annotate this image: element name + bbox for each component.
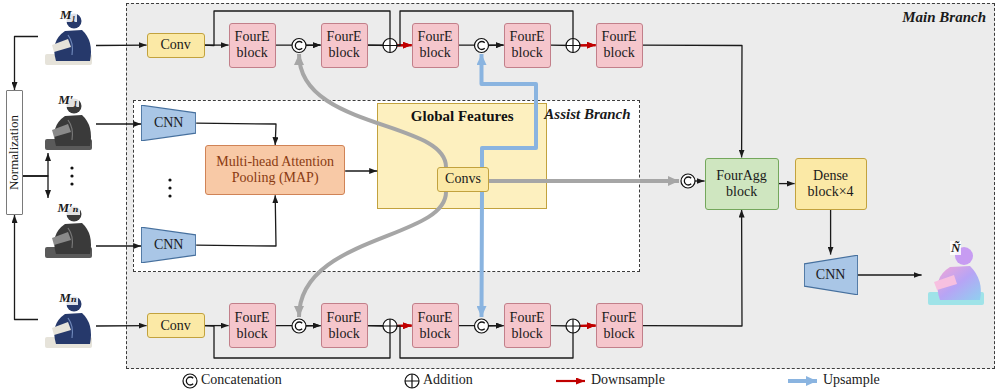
connector <box>15 37 39 91</box>
region-title: Main Branch <box>902 9 986 26</box>
connector-line <box>23 176 48 198</box>
block-label: FourE block <box>416 310 455 342</box>
input-image: Mₙ <box>38 288 96 351</box>
legend-text: Downsample <box>591 372 665 388</box>
conv-box: Conv <box>147 33 205 58</box>
main-branch-region: Main BranchConvFourE blockFourE blockFou… <box>126 3 995 369</box>
block-label: Convs <box>445 171 481 187</box>
connector <box>15 215 39 320</box>
legend-upsample-arrow <box>788 379 817 383</box>
foure-block: FourE block <box>504 23 551 68</box>
foure-block: FourE block <box>412 303 459 348</box>
foure-block: FourE block <box>412 23 459 68</box>
legend-text: Addition <box>423 372 473 388</box>
normalized-image: M′₁ <box>38 90 96 153</box>
trapezoid-shape <box>804 255 857 295</box>
block-label: FourE block <box>325 29 364 61</box>
foure-block: FourE block <box>229 23 276 68</box>
normalization-box: Normalization <box>6 90 23 215</box>
dense-block: Dense block×4 <box>795 158 867 210</box>
connector <box>23 176 48 198</box>
block-label: FourE block <box>416 29 455 61</box>
block-label: FourE block <box>600 29 639 61</box>
block-label: FourE block <box>508 310 547 342</box>
legend-item: Upsample <box>823 372 880 390</box>
conv-box: Conv <box>147 313 205 338</box>
foure-block: FourE block <box>596 23 643 68</box>
block-label: FourE block <box>233 310 272 342</box>
normalized-image: M′ₙ <box>38 198 96 261</box>
block-label: FourE block <box>508 29 547 61</box>
image-label: M′₁ <box>57 93 79 107</box>
fouragg-block: FourAgg block <box>705 158 779 210</box>
cnn-encoder: CNN <box>141 227 196 263</box>
output-normal-map: Ñ <box>922 238 988 308</box>
legend-item: Addition <box>423 372 473 390</box>
box-title: Global Features <box>411 108 514 125</box>
block-label: Conv <box>160 37 190 53</box>
image-label: Ñ <box>950 241 961 255</box>
cnn-encoder: CNN <box>141 105 196 141</box>
foure-block: FourE block <box>321 303 368 348</box>
foure-block: FourE block <box>229 303 276 348</box>
block-label: CNN <box>154 115 184 131</box>
foure-block: FourE block <box>504 303 551 348</box>
legend-item: Concatenation <box>201 372 282 390</box>
image-label: M′ₙ <box>56 201 79 215</box>
block-label: Multi-head Attention Pooling (MAP) <box>209 154 341 186</box>
block-label: FourE block <box>600 310 639 342</box>
connector <box>23 153 48 176</box>
block-label: CNN <box>816 267 846 283</box>
vertical-label: Normalization <box>7 115 22 190</box>
block-label: FourE block <box>233 29 272 61</box>
legend-downsample-arrow <box>556 380 585 382</box>
foure-block: FourE block <box>596 303 643 348</box>
block-label: FourE block <box>325 310 364 342</box>
trapezoid-shape <box>141 105 195 141</box>
block-label: FourAgg block <box>709 168 775 200</box>
legend-text: Upsample <box>823 372 880 388</box>
block-label: Dense block×4 <box>799 168 863 200</box>
cnn-decoder: CNN <box>804 255 858 295</box>
input-image: M₁ <box>38 5 96 68</box>
block-label: CNN <box>154 237 184 253</box>
legend-concat-symbol <box>183 374 197 388</box>
block-label: Conv <box>160 318 190 334</box>
region-title: Assist Branch <box>544 106 630 123</box>
legend-addition-symbol <box>405 374 419 388</box>
connector-line <box>23 153 48 176</box>
connector-line <box>15 215 39 320</box>
image-label: M₁ <box>59 8 77 22</box>
attention-pooling-box: Multi-head Attention Pooling (MAP) <box>205 145 345 195</box>
global-features-box: Global FeaturesConvs <box>377 103 547 209</box>
legend-text: Concatenation <box>201 372 282 388</box>
connector-line <box>15 37 39 91</box>
foure-block: FourE block <box>321 23 368 68</box>
convs-box: Convs <box>437 167 489 192</box>
assist-branch-region: Assist BranchCNN CNN Multi-head Attention … <box>133 100 640 272</box>
trapezoid-shape <box>141 227 195 263</box>
image-label: Mₙ <box>58 291 78 305</box>
legend-item: Downsample <box>591 372 665 390</box>
